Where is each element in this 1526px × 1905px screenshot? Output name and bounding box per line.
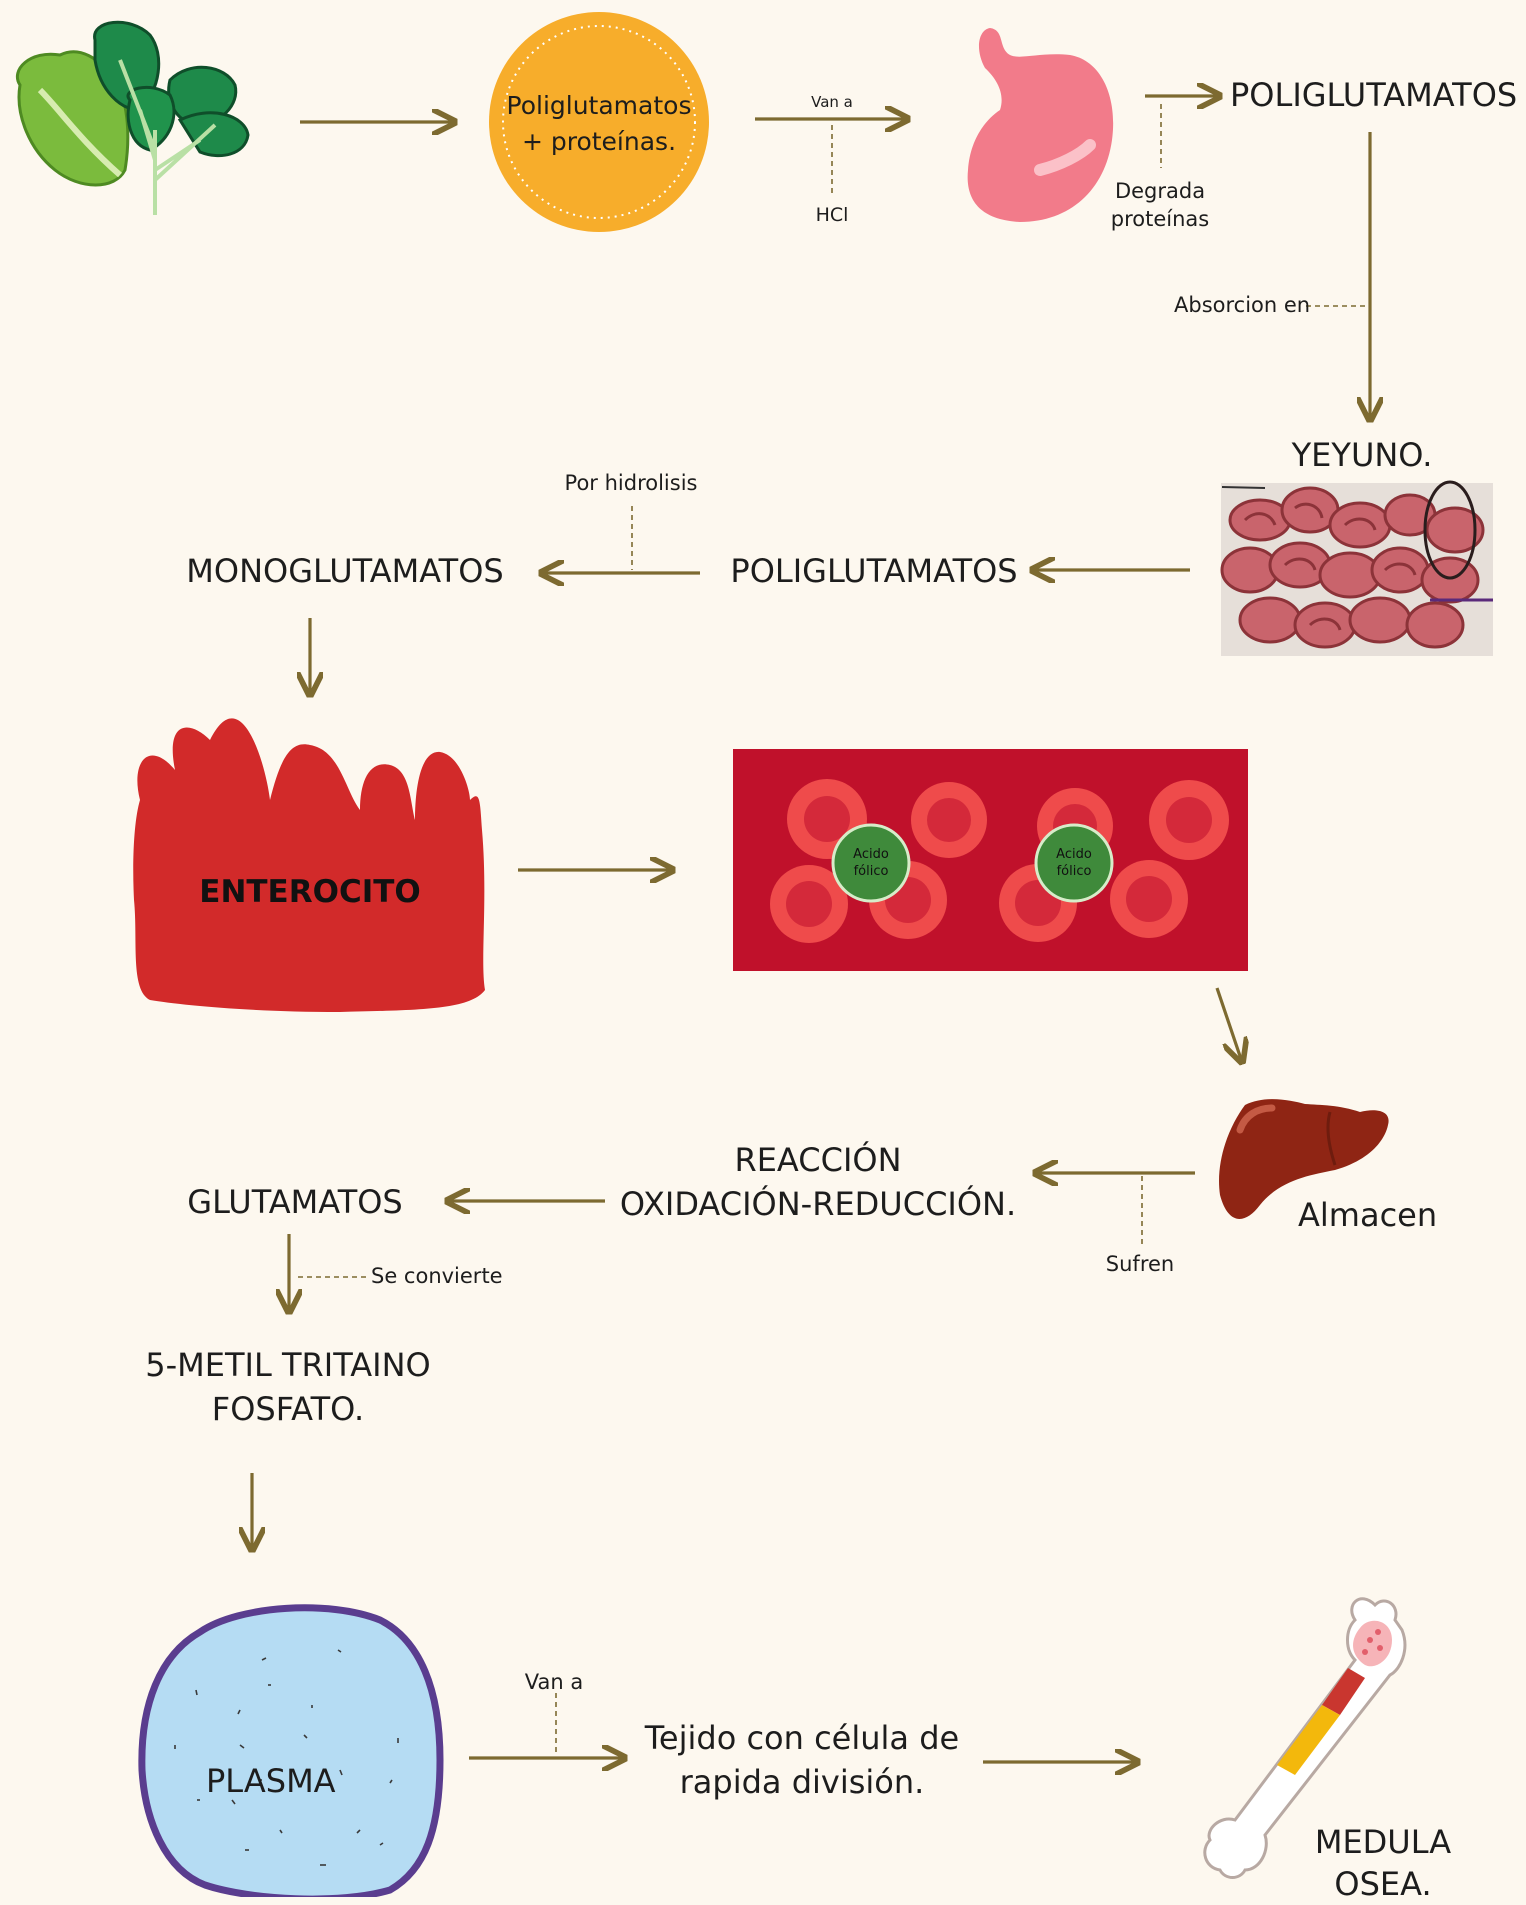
metil-tritaino-label: 5-METIL TRITAINO FOSFATO. xyxy=(145,1343,430,1431)
enterocito-label: ENTEROCITO xyxy=(199,874,420,910)
glutamatos-label: GLUTAMATOS xyxy=(187,1183,402,1221)
reaccion-label: REACCIÓN OXIDACIÓN-REDUCCIÓN. xyxy=(620,1138,1016,1226)
van-a-label-2: Van a xyxy=(525,1670,583,1694)
intestine-photo xyxy=(1221,482,1493,656)
blood-cells-icon xyxy=(733,749,1248,971)
almacen-label: Almacen xyxy=(1298,1196,1437,1234)
absorcion-label: Absorcion en xyxy=(1174,293,1310,317)
yeyuno-label: YEYUNO. xyxy=(1292,436,1433,474)
acido-folico-label-2: Acido fólico xyxy=(1056,846,1092,880)
poliglutamatos-mid-label: POLIGLUTAMATOS xyxy=(730,552,1017,590)
enterocyte-shape xyxy=(133,718,485,1012)
acido-folico-label-1: Acido fólico xyxy=(853,846,889,880)
medula-osea-label: MEDULA OSEA. xyxy=(1315,1821,1451,1905)
sufren-label: Sufren xyxy=(1106,1252,1174,1276)
van-a-label-1: Van a xyxy=(811,93,853,111)
poliglutamatos-proteinas-label: Poliglutamatos + proteínas. xyxy=(507,88,692,160)
hcl-label: HCl xyxy=(816,204,849,226)
poliglutamatos-top-label: POLIGLUTAMATOS xyxy=(1230,76,1517,114)
monoglutamatos-label: MONOGLUTAMATOS xyxy=(186,552,503,590)
plasma-circle xyxy=(142,1608,440,1897)
por-hidrolisis-label: Por hidrolisis xyxy=(565,471,698,495)
degrada-proteinas-label: Degrada proteínas xyxy=(1111,177,1209,233)
tejido-label: Tejido con célula de rapida división. xyxy=(645,1716,959,1804)
plasma-label: PLASMA xyxy=(206,1762,336,1800)
se-convierte-label: Se convierte xyxy=(371,1264,503,1288)
stomach-icon xyxy=(968,28,1114,222)
spinach-lettuce-icon xyxy=(17,22,248,215)
